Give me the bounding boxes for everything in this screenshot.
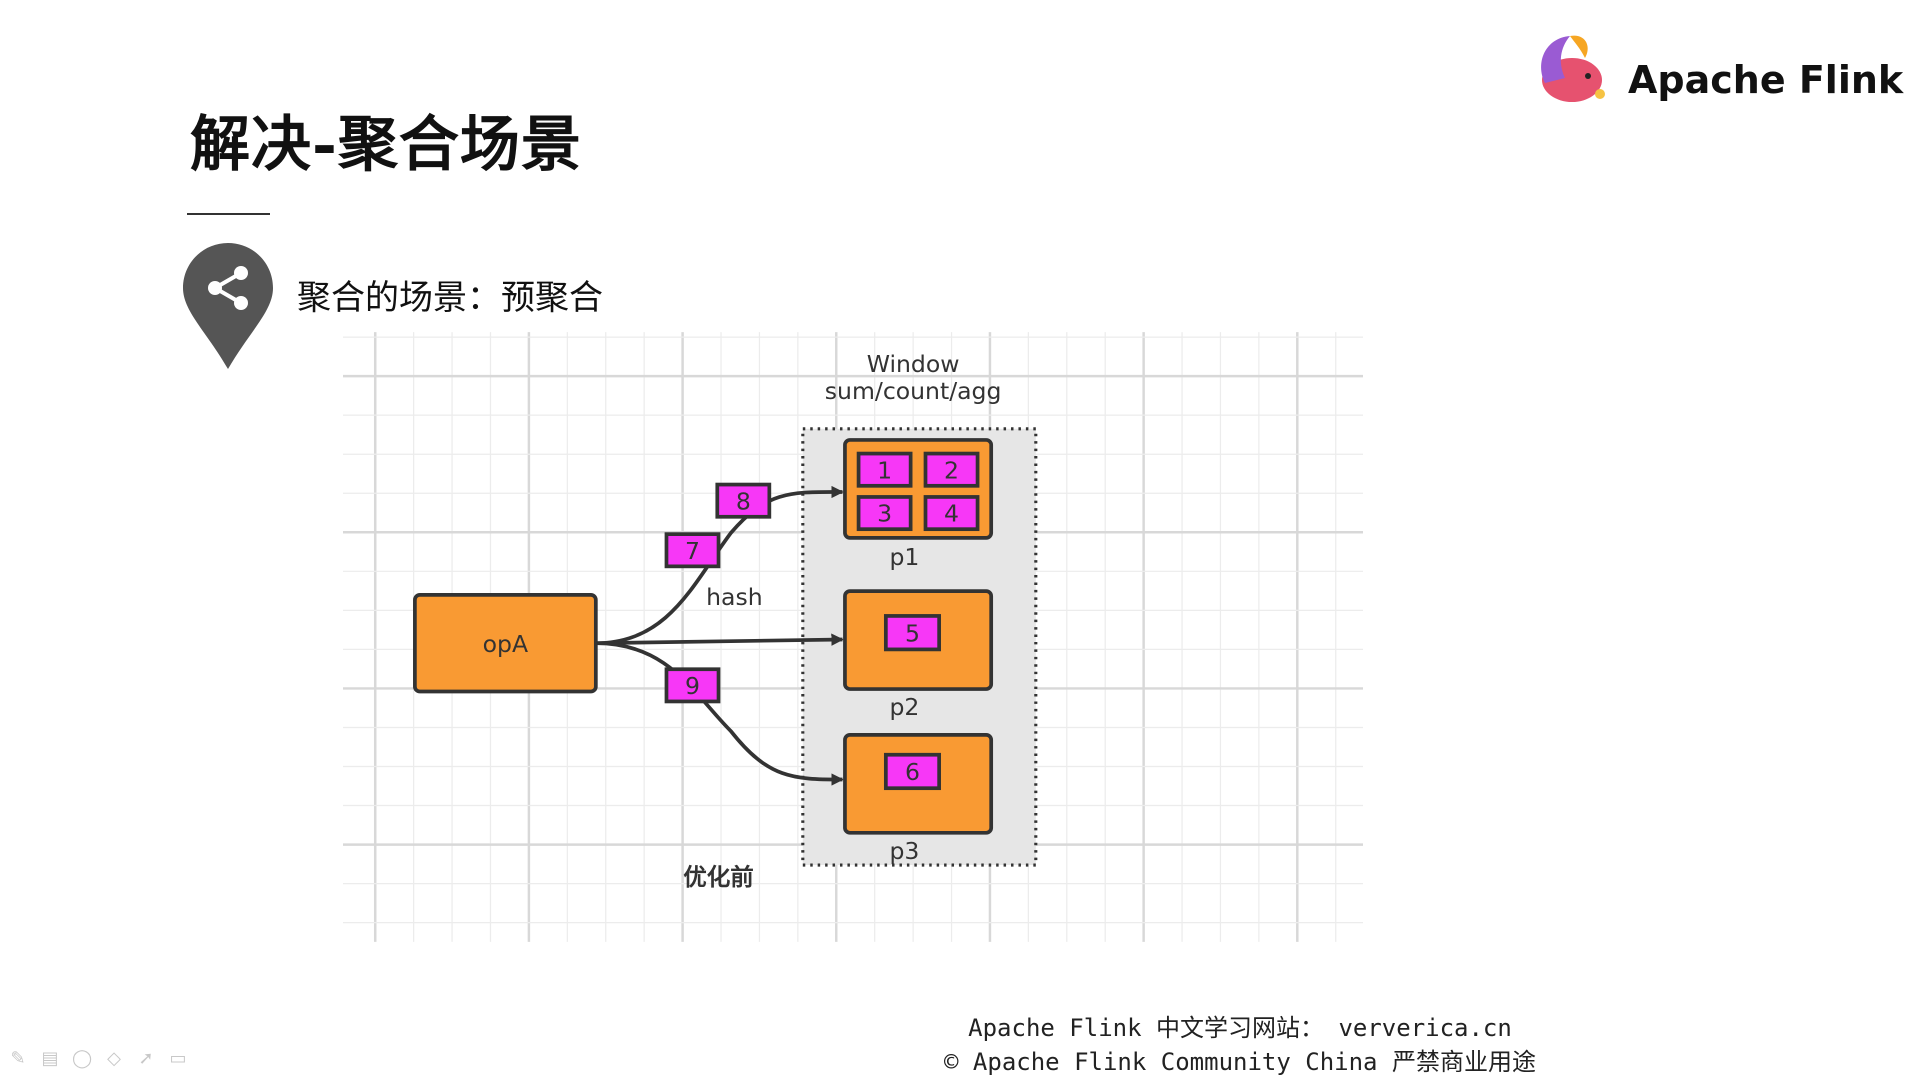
brand-name: Apache Flink — [1628, 58, 1904, 102]
record-box — [883, 752, 941, 791]
highlighter-icon[interactable]: ◯ — [72, 1048, 93, 1069]
record-box — [664, 667, 721, 704]
operator-label: opA — [483, 630, 528, 658]
window-sub-label: sum/count/agg — [825, 377, 1002, 405]
record-label: 3 — [877, 500, 892, 528]
pointer-icon[interactable]: ➚ — [138, 1048, 154, 1069]
record-label: 4 — [944, 500, 959, 528]
record-box — [856, 495, 913, 532]
partition-label: p2 — [889, 693, 919, 721]
partition-label: p1 — [889, 543, 919, 571]
share-icon — [183, 243, 273, 369]
footer-copyright: © Apache Flink Community China 严禁商业用途 — [944, 1048, 1536, 1076]
eraser-icon[interactable]: ◇ — [107, 1048, 121, 1069]
record-box — [883, 614, 941, 652]
title-underline — [187, 213, 270, 215]
window-label: Window — [867, 350, 960, 378]
diagram-caption: 优化前 — [683, 863, 754, 891]
edge-to-p1 — [595, 485, 844, 646]
record-label: 2 — [944, 456, 959, 484]
record-box — [923, 451, 980, 488]
record-box — [664, 532, 721, 569]
record-label: 9 — [685, 672, 700, 700]
record-label: 1 — [877, 456, 892, 484]
partition-label: p3 — [889, 837, 919, 865]
presentation-toolbar: ✎ ▤ ◯ ◇ ➚ ▭ — [8, 1050, 188, 1068]
operator-opA — [413, 593, 598, 694]
flink-squirrel-logo — [1541, 35, 1605, 102]
edge-to-p2 — [595, 633, 844, 646]
record-label: 6 — [905, 758, 920, 786]
record-box — [856, 451, 913, 488]
record-label: 8 — [736, 487, 751, 515]
slide-subtitle: 聚合的场景：预聚合 — [297, 278, 603, 318]
edge-label-hash: hash — [706, 583, 763, 611]
diagram: Window sum/count/agg hash opA p1 p2 p3 1… — [343, 332, 1363, 942]
pen-icon[interactable]: ✎ — [10, 1048, 26, 1069]
record-label: 5 — [905, 619, 920, 647]
record-label: 7 — [685, 537, 700, 565]
record-box — [715, 482, 772, 519]
slide-title: 解决-聚合场景 — [190, 110, 582, 180]
record-box — [923, 495, 980, 532]
slides-icon[interactable]: ▤ — [41, 1048, 59, 1069]
footer-website: Apache Flink 中文学习网站： ververica.cn — [968, 1014, 1512, 1042]
edge-to-p3 — [595, 641, 844, 786]
screen-icon[interactable]: ▭ — [169, 1048, 187, 1069]
